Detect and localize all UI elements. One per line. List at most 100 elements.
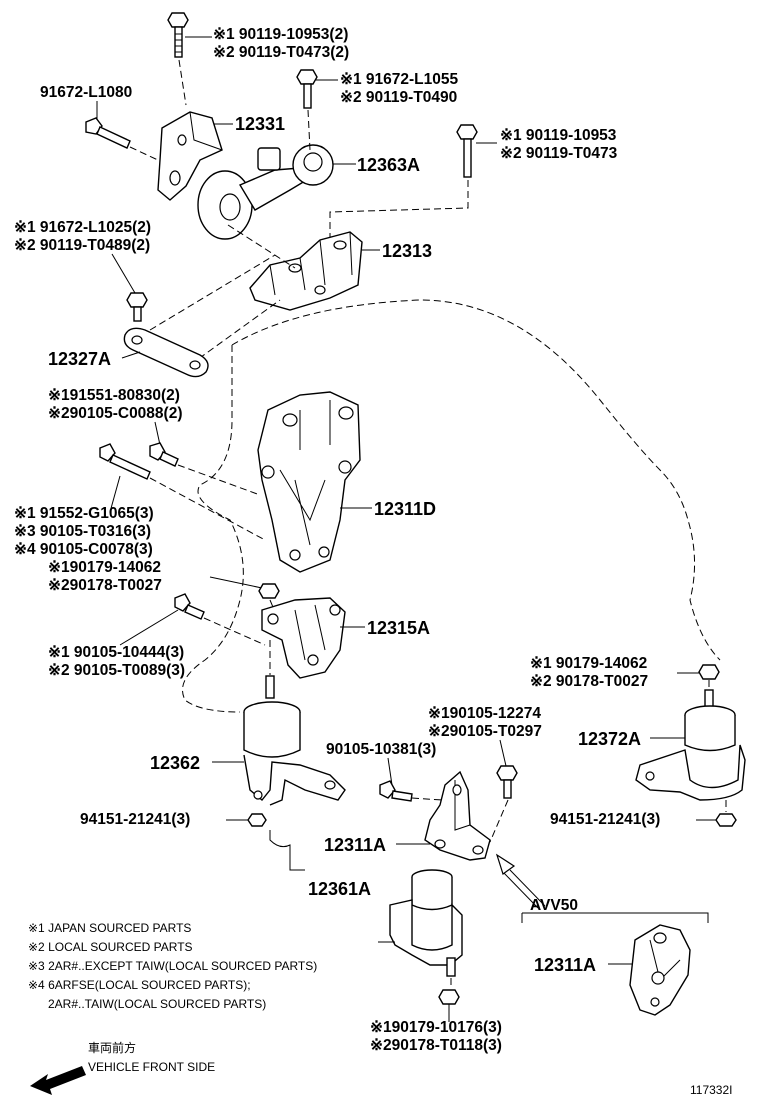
bolt-center-10381[interactable]: [379, 780, 413, 802]
leader: [499, 739, 507, 767]
direction-jp-label: 車両前方: [88, 1040, 136, 1055]
part-label-12361A: 12361A: [308, 879, 371, 899]
bolt-label: ※290105-C0088(2): [48, 405, 183, 422]
leader: [119, 609, 179, 646]
bracket-12311A-main[interactable]: [424, 770, 491, 861]
leader: [189, 299, 281, 366]
leader: [329, 180, 469, 240]
bolt-label: ※1 91552-G1065(3): [14, 505, 154, 522]
bolt-left-10444[interactable]: [174, 593, 205, 620]
bolt-label: ※4 90105-C0078(3): [14, 541, 153, 558]
bolt-label: ※190105-12274: [428, 705, 541, 722]
bolt-label: ※190179-10176(3): [370, 1019, 502, 1036]
part-label-12363A: 12363A: [357, 155, 420, 175]
insulator-12372A[interactable]: [635, 689, 746, 801]
leader: [509, 869, 546, 907]
bracket-12315A[interactable]: [261, 597, 346, 679]
stay-12327A[interactable]: [123, 327, 209, 378]
bolt-label: ※2 90119-T0473(2): [213, 44, 349, 61]
part-label-12315A: 12315A: [367, 618, 430, 638]
leader: [177, 464, 261, 496]
leader: [109, 475, 121, 513]
direction-en-label: VEHICLE FRONT SIDE: [88, 1060, 215, 1074]
insulator-12362[interactable]: [243, 675, 346, 806]
engine-outline-left: [182, 345, 244, 713]
bolt-label: ※2 90105-T0089(3): [48, 662, 185, 679]
note-line: ※3 2AR#..EXCEPT TAIW(LOCAL SOURCED PARTS…: [28, 959, 317, 973]
variant-label: AVV50: [530, 897, 578, 914]
washer-label: 94151-21241(3): [80, 811, 190, 828]
bolt-left-80830[interactable]: [149, 442, 179, 467]
leader: [129, 146, 176, 169]
bolt-label: ※2 90119-T0489(2): [14, 237, 150, 254]
variant-box-line: [522, 912, 709, 923]
washer-left[interactable]: [247, 813, 267, 827]
insulator-12363A[interactable]: [197, 144, 334, 240]
bolt-label: ※290178-T0027: [48, 577, 162, 594]
leader: [307, 109, 311, 151]
bolt-label: ※191551-80830(2): [48, 387, 180, 404]
bolt-label: 91672-L1080: [40, 84, 132, 101]
leader: [269, 599, 276, 613]
bolt-label: ※290178-T0118(3): [370, 1037, 502, 1054]
bolt-label: ※2 90119-T0473: [500, 145, 618, 162]
bolt-left-g1065[interactable]: [99, 443, 151, 480]
note-line: ※4 6ARFSE(LOCAL SOURCED PARTS);: [28, 978, 251, 992]
bolt-label: ※1 90119-10953: [500, 127, 617, 144]
bolt-center-12274[interactable]: [496, 765, 518, 799]
arrow-left-icon: [30, 1066, 86, 1095]
part-label-12313: 12313: [382, 241, 432, 261]
bracket-12311A-avv50[interactable]: [629, 924, 691, 1016]
bolt-mid-l1055[interactable]: [296, 69, 318, 109]
leader: [121, 351, 141, 359]
leader: [502, 871, 539, 909]
bolt-label: ※290105-T0297: [428, 723, 542, 740]
leader: [178, 59, 187, 106]
leader: [203, 617, 266, 646]
leader: [227, 224, 296, 269]
leader: [154, 421, 161, 446]
bolt-left-1080[interactable]: [85, 117, 131, 149]
arrow-up-left-icon: [495, 853, 516, 875]
note-line: ※1 JAPAN SOURCED PARTS: [28, 921, 191, 935]
leader: [489, 799, 509, 843]
bolt-label: ※1 90119-10953(2): [213, 26, 348, 43]
leader: [149, 254, 276, 331]
bolt-label: ※1 90105-10444(3): [48, 644, 184, 661]
bolt-label: ※1 91672-L1055: [340, 71, 459, 88]
nut-14062-upper[interactable]: [258, 583, 280, 599]
bracket-12311D[interactable]: [257, 391, 361, 573]
washer-label: 94151-21241(3): [550, 811, 660, 828]
bolt-top-center[interactable]: [167, 12, 189, 58]
part-label-12311A-avv50: 12311A: [534, 955, 596, 975]
bracket-12331[interactable]: [157, 111, 223, 201]
bracket-12313[interactable]: [249, 231, 363, 311]
bolt-label: ※1 91672-L1025(2): [14, 219, 151, 236]
note-line: 2AR#..TAIW(LOCAL SOURCED PARTS): [48, 997, 266, 1011]
note-line: ※2 LOCAL SOURCED PARTS: [28, 940, 193, 954]
part-label-12372A: 12372A: [578, 729, 641, 749]
leader: [111, 253, 136, 294]
bolt-label: ※1 90179-14062: [530, 655, 647, 672]
part-label-12362: 12362: [150, 753, 200, 773]
leader: [149, 477, 266, 541]
bolt-left-l1025[interactable]: [126, 292, 148, 322]
bolt-label: 90105-10381(3): [326, 741, 436, 758]
bolt-label: ※3 90105-T0316(3): [14, 523, 151, 540]
leader: [411, 797, 443, 801]
bolt-label: ※2 90119-T0490: [340, 89, 457, 106]
part-label-12327A: 12327A: [48, 349, 111, 369]
engine-outline: [231, 299, 721, 661]
leader: [387, 757, 393, 786]
diagram-id: 117332I: [690, 1083, 733, 1097]
leader: [269, 830, 305, 871]
nut-right-14062[interactable]: [698, 664, 720, 680]
washer-right[interactable]: [715, 813, 737, 827]
bolt-label: ※190179-14062: [48, 559, 161, 576]
bolt-label: ※2 90178-T0027: [530, 673, 648, 690]
insulator-12361A[interactable]: [378, 869, 463, 977]
part-label-12331: 12331: [235, 114, 285, 134]
bolt-right-10953[interactable]: [456, 124, 478, 178]
nut-bottom-10176[interactable]: [438, 989, 460, 1005]
